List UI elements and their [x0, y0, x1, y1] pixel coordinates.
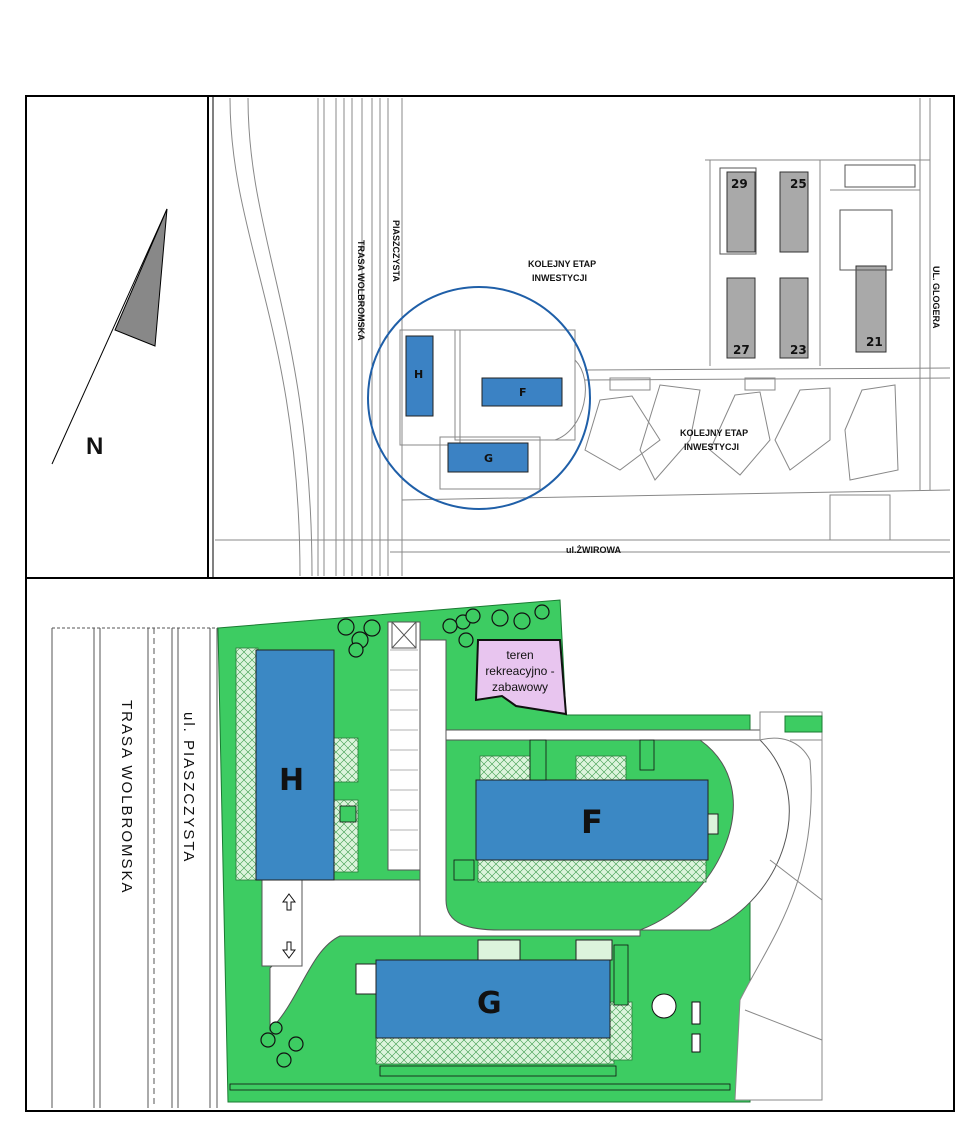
label-trasa-wolbromska: TRASA WOLBROMSKA	[356, 240, 366, 341]
svg-text:zabawowy: zabawowy	[492, 680, 548, 694]
building-G	[375, 959, 611, 1039]
next-stage-label-2-line-2: INWESTYCJI	[684, 442, 739, 452]
building-F	[475, 779, 709, 861]
label-piaszczysta: PIASZCZYSTA	[391, 220, 401, 282]
recreation-area	[474, 639, 568, 716]
svg-text:29: 29	[731, 177, 748, 191]
building-G-label: G	[477, 986, 502, 1021]
building-F-label: F	[581, 803, 603, 841]
svg-text:teren: teren	[506, 648, 533, 662]
next-stage-label-1-line-2: INWESTYCJI	[532, 273, 587, 283]
svg-text:G: G	[484, 452, 493, 465]
existing-buildings: 29 25 27 23 21	[719, 164, 916, 359]
svg-text:25: 25	[790, 177, 807, 191]
svg-text:H: H	[414, 368, 423, 381]
building-H	[255, 649, 335, 881]
label-zwirowa: ul.ŻWIROWA	[566, 545, 621, 555]
svg-text:23: 23	[790, 343, 807, 357]
svg-text:F: F	[519, 386, 527, 399]
next-stage-label-1-line-1: KOLEJNY ETAP	[528, 259, 596, 269]
north-arrow-icon: N	[51, 208, 168, 465]
svg-text:rekreacyjno -: rekreacyjno -	[485, 664, 554, 678]
label-bottom-piaszczysta: ul. PIASZCZYSTA	[180, 712, 197, 863]
building-H-label: H	[279, 763, 304, 798]
svg-text:21: 21	[866, 335, 883, 349]
bottom-site-plan: teren rekreacyjno - zabawowy	[51, 599, 823, 1108]
north-label: N	[86, 433, 103, 460]
top-building-H	[405, 335, 434, 417]
label-bottom-trasa-wolbromska: TRASA WOLBROMSKA	[118, 700, 135, 895]
top-building-G	[447, 442, 529, 473]
top-building-F	[481, 377, 563, 407]
svg-text:27: 27	[733, 343, 750, 357]
top-location-map: 29 25 27 23 21 H F G	[215, 97, 951, 577]
label-glogera: UL. GLOGERA	[931, 266, 941, 329]
outer-frame	[25, 95, 955, 1112]
investment-highlight-circle	[367, 286, 591, 510]
next-stage-label-2-line-1: KOLEJNY ETAP	[680, 428, 748, 438]
